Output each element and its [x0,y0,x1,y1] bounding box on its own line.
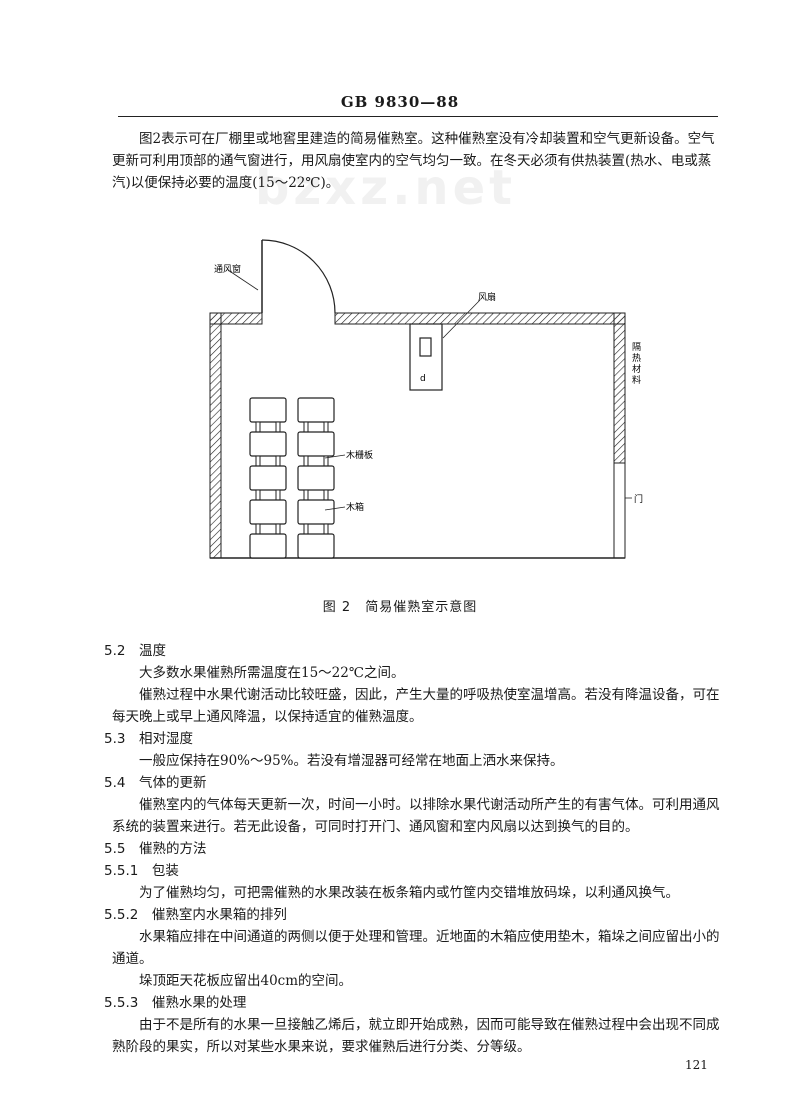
section-paragraph: 垛顶距天花板应留出40cm的空间。 [139,973,353,989]
box-label: 木箱 [346,501,364,513]
section-heading: 5.3 相对湿度 [104,731,193,747]
watermark: bzxz.net [255,160,517,216]
box-leader-line [324,506,346,511]
pallet-slat [303,489,309,501]
wooden-box [249,533,287,559]
pallet-label: 木栅板 [346,449,373,461]
wooden-box [249,465,287,491]
pallet-slat [303,455,309,467]
section-heading: 5.5.2 催熟室内水果箱的排列 [104,907,287,923]
vent-window [261,239,336,314]
section-heading: 5.2 温度 [104,643,166,659]
section-paragraph: 为了催熟均匀，可把需催熟的水果改装在板条箱内或竹筐内交错堆放码垛，以利通风换气。 [139,885,679,901]
pallet-slat [323,523,329,535]
standard-code-header: GB 9830—88 [340,93,460,111]
figure-caption: 图 2 简易催熟室示意图 [322,600,478,615]
fan-mark: d [420,374,426,384]
wooden-box [249,499,287,525]
section-heading: 5.4 气体的更新 [104,775,207,791]
pallet-slat [323,421,329,433]
section-paragraph: 催熟过程中水果代谢活动比较旺盛，因此，产生大量的呼吸热使室温增高。若没有降温设备… [112,687,720,725]
section-paragraph: 由于不是所有的水果一旦接触乙烯后，就立即开始成熟，因而可能导致在催熟过程中会出现… [112,1017,720,1055]
insulated-wall [209,312,626,559]
pallet-slat [275,455,281,467]
header-rule [118,116,718,117]
section-heading: 5.5.3 催熟水果的处理 [104,995,247,1011]
pallet-slat [303,523,309,535]
pallet-slat [255,489,261,501]
pallet-slat [275,489,281,501]
fan-label: 风扇 [478,291,496,303]
wooden-box [297,397,335,423]
wooden-box [297,465,335,491]
section-paragraph: 催熟室内的气体每天更新一次，时间一小时。以排除水果代谢活动所产生的有害气体。可利… [112,797,720,835]
pallet-slat [275,523,281,535]
pallet-slat [255,523,261,535]
intro-paragraph: 图2表示可在厂棚里或地窖里建造的简易催熟室。这种催熟室没有冷却装置和空气更新设备… [112,131,715,191]
wooden-box [249,397,287,423]
vent-label: 通风窗 [214,263,241,275]
pallet-slat [323,489,329,501]
section-paragraph: 水果箱应排在中间通道的两侧以便于处理和管理。近地面的木箱应使用垫木，箱垛之间应留… [112,929,720,967]
vent-leader-line [227,269,259,291]
box-stacks [249,397,335,559]
insulation-label: 隔热材料 [632,342,641,386]
wooden-box [297,499,335,525]
door [613,462,626,559]
wooden-box [297,431,335,457]
pallet-slat [255,421,261,433]
door-label: 门 [634,493,643,505]
fan-unit [409,299,481,391]
fan-leader-line [442,299,481,339]
pallet-leader-line [324,454,346,459]
pallet-slat [275,421,281,433]
section-paragraph: 一般应保持在90%～95%。若没有增湿器可经常在地面上洒水来保持。 [139,753,564,769]
wooden-box [249,431,287,457]
section-heading: 5.5 催熟的方法 [104,841,207,857]
pallet-slat [303,421,309,433]
pallet-slat [255,455,261,467]
wooden-box [297,533,335,559]
page-number: 121 [685,1058,708,1072]
pallet-slat [323,455,329,467]
section-paragraph: 大多数水果催熟所需温度在15～22℃之间。 [139,665,405,681]
section-heading: 5.5.1 包装 [104,863,179,879]
